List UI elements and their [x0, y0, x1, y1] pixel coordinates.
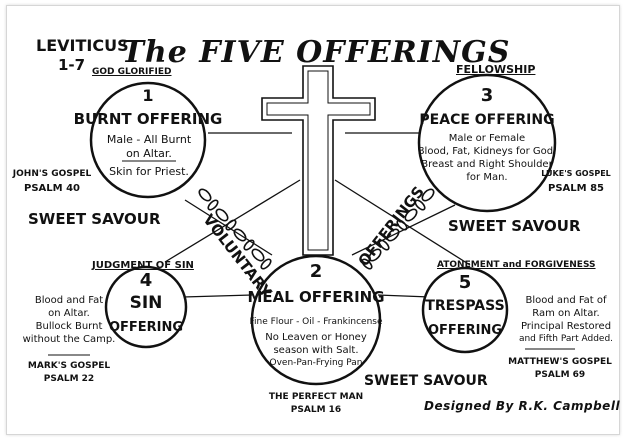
- trespass-header: ATONEMENT and FORGIVENESS: [437, 260, 596, 270]
- peace-gospel: LUKE'S GOSPEL: [541, 169, 611, 178]
- line-sin-to-meal: [182, 294, 253, 298]
- peace-detail-1: Male or Female: [448, 133, 526, 144]
- peace-offering-circle: [417, 73, 557, 213]
- peace-header: FELLOWSHIP: [456, 63, 536, 76]
- burnt-header: GOD GLORIFIED: [92, 67, 172, 77]
- peace-detail-4: for Man.: [466, 172, 508, 183]
- sin-offering-circle: [104, 265, 188, 349]
- burnt-detail-2: on Altar.: [126, 147, 172, 160]
- cross-icon: [261, 65, 376, 256]
- meal-detail-2: No Leaven or Honey: [265, 332, 367, 343]
- burnt-psalm: PSALM 40: [24, 183, 80, 194]
- peace-name: PEACE OFFERING: [419, 112, 555, 128]
- meal-detail-4: Oven-Pan-Frying Pan: [269, 358, 363, 368]
- book-reference: LEVITICUS: [36, 36, 129, 55]
- meal-savour: SWEET SAVOUR: [364, 373, 488, 389]
- trespass-name-line1: TRESPASS: [425, 298, 505, 314]
- meal-detail-1: Fine Flour - Oil - Frankincense: [249, 317, 383, 327]
- peace-detail-3: Breast and Right Shoulder: [421, 159, 553, 170]
- trespass-detail-4: and Fifth Part Added.: [518, 334, 614, 344]
- page-title: The FIVE OFFERINGS: [121, 35, 511, 70]
- meal-number: 2: [309, 261, 323, 282]
- meal-offering-circle: [250, 254, 382, 386]
- meal-psalm: PSALM 16: [290, 405, 342, 415]
- sin-detail-1: Blood and Fat: [34, 295, 104, 306]
- chain-left-icon: [198, 188, 272, 270]
- trespass-detail-2: Ram on Altar.: [532, 308, 600, 319]
- trespass-name-line2: OFFERING: [427, 323, 503, 338]
- trespass-gospel: MATTHEW'S GOSPEL: [508, 357, 612, 367]
- trespass-number: 5: [458, 272, 472, 293]
- sin-number: 4: [139, 270, 153, 291]
- sin-detail-3: Bullock Burnt: [35, 321, 103, 332]
- burnt-offering-circle: [89, 81, 207, 199]
- trespass-offering-circle: [421, 266, 509, 354]
- peace-detail-2: Blood, Fat, Kidneys for God.: [417, 146, 557, 157]
- chapter-reference: 1-7: [58, 56, 86, 74]
- meal-name: MEAL OFFERING: [247, 288, 385, 306]
- line-trespass-to-meal: [377, 294, 431, 298]
- line-trespass-to-center: [334, 179, 471, 266]
- meal-detail-3: season with Salt.: [273, 345, 359, 356]
- sin-detail-2: on Altar.: [48, 308, 90, 319]
- sin-name-line2: OFFERING: [108, 320, 184, 335]
- peace-number: 3: [480, 85, 494, 106]
- trespass-detail-3: Principal Restored: [520, 321, 612, 332]
- burnt-detail-1: Male - All Burnt: [106, 133, 192, 146]
- burnt-name: BURNT OFFERING: [73, 110, 223, 128]
- line-burnt-to-meal: [184, 199, 273, 256]
- sin-detail-4: without the Camp.: [22, 334, 116, 345]
- trespass-psalm: PSALM 69: [534, 370, 586, 380]
- burnt-number: 1: [142, 86, 154, 105]
- sin-header: JUDGMENT OF SIN: [92, 260, 194, 271]
- sin-psalm: PSALM 22: [43, 374, 95, 384]
- sin-name-line1: SIN: [129, 293, 163, 313]
- sin-gospel: MARK'S GOSPEL: [27, 361, 111, 371]
- burnt-detail-3: Skin for Priest.: [109, 165, 189, 178]
- peace-savour: SWEET SAVOUR: [448, 217, 581, 235]
- credit-text: Designed By R.K. Campbell: [424, 399, 621, 413]
- trespass-detail-1: Blood and Fat of: [525, 295, 607, 306]
- chain-right-icon: [361, 188, 435, 270]
- peace-psalm: PSALM 85: [548, 183, 604, 194]
- burnt-gospel: JOHN'S GOSPEL: [12, 169, 92, 179]
- burnt-savour: SWEET SAVOUR: [28, 210, 161, 228]
- meal-gospel: THE PERFECT MAN: [268, 392, 364, 402]
